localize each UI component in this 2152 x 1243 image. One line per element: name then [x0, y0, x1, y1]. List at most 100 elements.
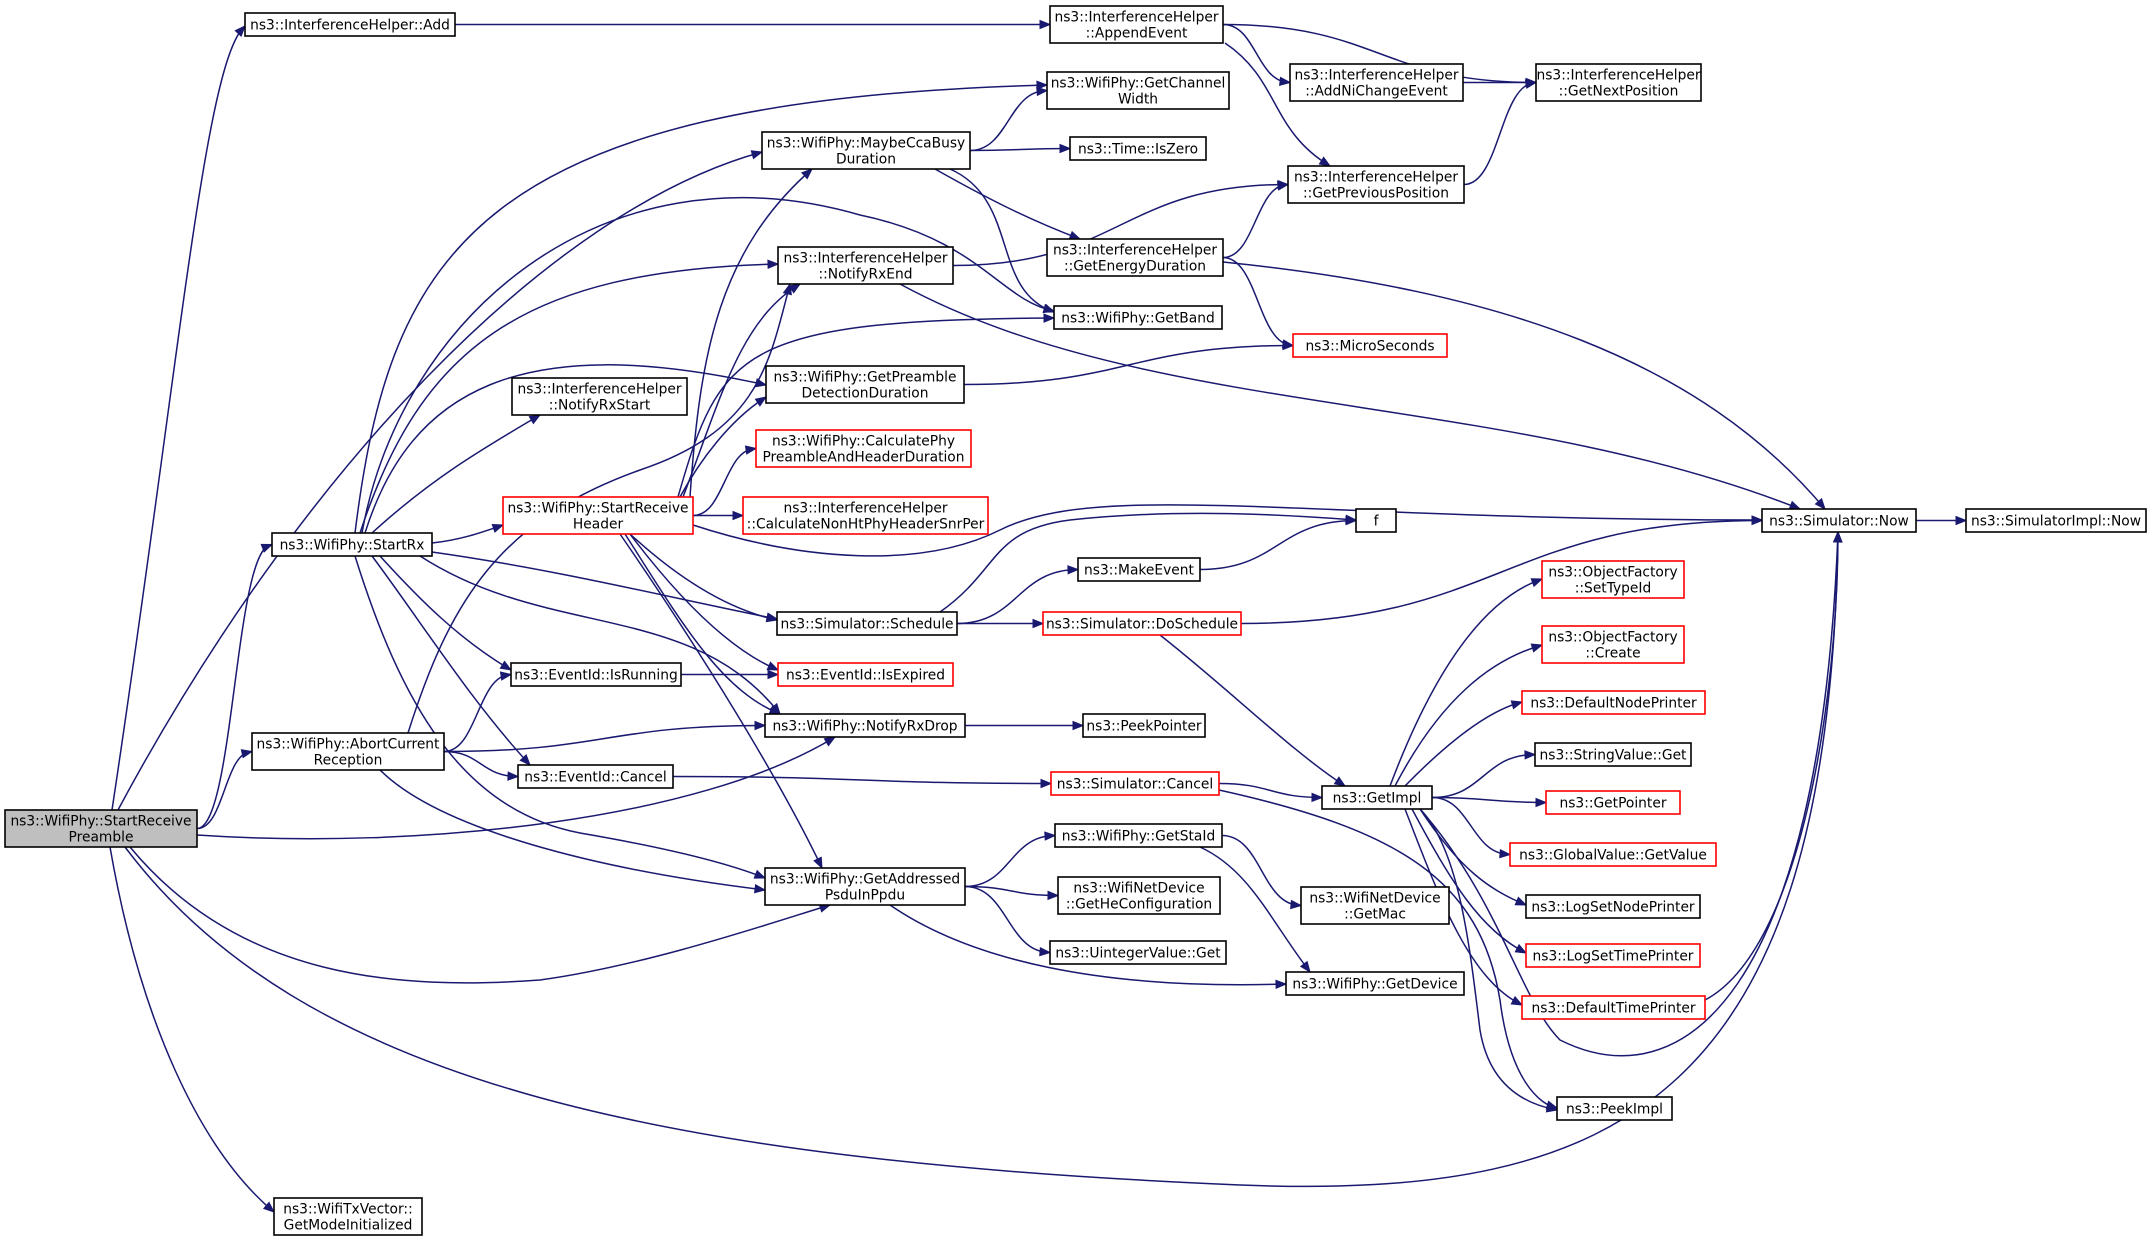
edge-arrowhead	[766, 661, 780, 671]
node-objFacSetTypeId[interactable]: ns3::ObjectFactory::SetTypeId	[1541, 560, 1685, 599]
node-simImplNow[interactable]: ns3::SimulatorImpl::Now	[1965, 508, 2147, 533]
node-box	[764, 867, 966, 906]
node-evIsExpired[interactable]: ns3::EventId::IsExpired	[777, 662, 954, 687]
node-globalValueGet[interactable]: ns3::GlobalValue::GetValue	[1509, 842, 1717, 867]
edge-getAddrPsdu-to-getHeConfig	[964, 885, 1059, 897]
edge-abortCurrent-to-getAddrPsdu	[379, 769, 766, 891]
node-logSetTimePrinter[interactable]: ns3::LogSetTimePrinter	[1525, 943, 1701, 968]
node-notifyRxStart[interactable]: ns3::InterferenceHelper::NotifyRxStart	[511, 377, 688, 416]
node-getModeInit[interactable]: ns3::WifiTxVector::GetModeInitialized	[273, 1197, 423, 1236]
node-box	[1965, 508, 2147, 533]
node-f[interactable]: f	[1355, 508, 1397, 533]
node-uintValueGet[interactable]: ns3::UintegerValue::Get	[1049, 940, 1227, 965]
node-label: ns3::WifiPhy::GetBand	[1061, 311, 1214, 327]
edge-getAddrPsdu-to-getStaId	[964, 834, 1056, 888]
edge-startPreamble-to-maybeCca	[117, 151, 763, 811]
node-box	[502, 496, 694, 535]
node-netDevGetMac[interactable]: ns3::WifiNetDevice::GetMac	[1300, 886, 1450, 925]
node-box	[273, 1197, 423, 1236]
edge-startPreamble-to-getAddrPsdu	[129, 846, 831, 984]
node-getEnergyDur[interactable]: ns3::InterferenceHelper::GetEnergyDurati…	[1046, 238, 1224, 277]
edge-arrowhead	[1279, 76, 1292, 87]
node-getStaId[interactable]: ns3::WifiPhy::GetStaId	[1054, 823, 1223, 848]
node-calcPhyPreamble[interactable]: ns3::WifiPhy::CalculatePhyPreambleAndHea…	[755, 429, 972, 468]
node-label: ns3::WifiPhy::GetAddressed	[770, 872, 960, 888]
node-box	[1521, 690, 1706, 715]
edge-evCancel-to-simCancel	[672, 775, 1052, 785]
node-simCancel[interactable]: ns3::Simulator::Cancel	[1050, 771, 1220, 796]
edge-arrowhead	[1067, 565, 1080, 575]
node-getPointer[interactable]: ns3::GetPointer	[1545, 790, 1681, 815]
node-microSeconds[interactable]: ns3::MicroSeconds	[1292, 333, 1448, 358]
edge-startRx-to-notifyRxDrop	[419, 555, 781, 715]
node-label: ns3::GetImpl	[1333, 791, 1422, 807]
edge-arrowhead	[1751, 515, 1764, 526]
edge-arrowhead	[1040, 778, 1053, 789]
node-label: ns3::WifiPhy::StartRx	[280, 538, 425, 554]
edge-startRecvHeader-to-notifyRxDrop	[624, 533, 781, 715]
edge-getImpl-to-globalValueGet	[1431, 796, 1511, 856]
node-evIsRunning[interactable]: ns3::EventId::IsRunning	[510, 662, 682, 687]
node-simNow[interactable]: ns3::Simulator::Now	[1761, 508, 1917, 533]
node-getPreambleDet[interactable]: ns3::WifiPhy::GetPreambleDetectionDurati…	[765, 365, 965, 404]
edge-startPreamble-to-getModeInit	[109, 846, 275, 1213]
edge-abortCurrent-to-notifyRxEnd	[407, 283, 791, 734]
edge-getPrevPos-to-getNextPos	[1463, 81, 1537, 186]
node-notifyRxDrop[interactable]: ns3::WifiPhy::NotifyRxDrop	[764, 713, 966, 738]
edge-abortCurrent-to-notifyRxDrop	[443, 724, 766, 753]
node-label: ns3::Simulator::Cancel	[1057, 777, 1213, 793]
node-box	[511, 377, 688, 416]
node-evCancel[interactable]: ns3::EventId::Cancel	[517, 764, 674, 789]
node-stringValueGet[interactable]: ns3::StringValue::Get	[1534, 742, 1692, 767]
edge-notifyRxEnd-to-simNow	[899, 283, 1801, 510]
node-ihAdd[interactable]: ns3::InterferenceHelper::Add	[244, 12, 456, 37]
edge-getEnergyDur-to-getPrevPos	[1222, 183, 1289, 259]
node-label: ns3::WifiPhy::MaybeCcaBusy	[767, 136, 965, 152]
node-label: Reception	[314, 753, 383, 769]
edge-arrowhead	[1275, 979, 1288, 990]
node-getPrevPos[interactable]: ns3::InterferenceHelper::GetPreviousPosi…	[1287, 165, 1465, 204]
node-label: Width	[1118, 92, 1158, 108]
edge-arrowhead	[782, 282, 792, 296]
node-simSchedule[interactable]: ns3::Simulator::Schedule	[776, 611, 958, 636]
node-getDevice[interactable]: ns3::WifiPhy::GetDevice	[1285, 971, 1465, 996]
node-box	[1046, 238, 1224, 277]
edge-arrowhead	[528, 414, 542, 425]
edge-arrowhead	[754, 720, 767, 731]
edge-arrowhead	[260, 543, 274, 553]
node-label: ns3::InterferenceHelper	[783, 251, 947, 267]
node-box	[761, 131, 971, 170]
node-getHeConfig[interactable]: ns3::WifiNetDevice::GetHeConfiguration	[1057, 876, 1221, 915]
node-label: ns3::InterferenceHelper	[1294, 170, 1458, 186]
node-timeIsZero[interactable]: ns3::Time::IsZero	[1069, 136, 1207, 161]
node-label: ns3::GetPointer	[1559, 796, 1666, 812]
node-startRx[interactable]: ns3::WifiPhy::StartRx	[271, 532, 433, 557]
node-makeEvent[interactable]: ns3::MakeEvent	[1077, 557, 1201, 582]
edge-arrowhead	[1059, 143, 1072, 154]
edge-startRecvHeader-to-maybeCca	[689, 168, 813, 498]
node-label: ns3::WifiPhy::GetStaId	[1062, 829, 1215, 845]
node-label: f	[1374, 514, 1380, 530]
node-label: ns3::SimulatorImpl::Now	[1971, 514, 2141, 530]
node-getNextPos[interactable]: ns3::InterferenceHelper::GetNextPosition	[1535, 63, 1702, 102]
edge-arrowhead	[801, 168, 814, 180]
node-peekPointer[interactable]: ns3::PeekPointer	[1082, 713, 1206, 738]
node-logSetNodePrinter[interactable]: ns3::LogSetNodePrinter	[1525, 894, 1701, 919]
node-objFacCreate[interactable]: ns3::ObjectFactory::Create	[1541, 625, 1685, 664]
node-notifyRxEnd[interactable]: ns3::InterferenceHelper::NotifyRxEnd	[777, 246, 954, 285]
node-addNiChange[interactable]: ns3::InterferenceHelper::AddNiChangeEven…	[1289, 63, 1464, 102]
node-getImpl[interactable]: ns3::GetImpl	[1321, 785, 1433, 810]
node-defNodePrinter[interactable]: ns3::DefaultNodePrinter	[1521, 690, 1706, 715]
edge-arrowhead	[1345, 515, 1358, 526]
node-peekImpl[interactable]: ns3::PeekImpl	[1556, 1096, 1673, 1121]
node-simDoSchedule[interactable]: ns3::Simulator::DoSchedule	[1042, 611, 1242, 636]
node-getBand[interactable]: ns3::WifiPhy::GetBand	[1053, 305, 1223, 330]
node-calcNonHt[interactable]: ns3::InterferenceHelper::CalculateNonHtP…	[742, 496, 989, 535]
node-defTimePrinter[interactable]: ns3::DefaultTimePrinter	[1521, 995, 1706, 1020]
node-appendEvent[interactable]: ns3::InterferenceHelper::AppendEvent	[1049, 5, 1224, 44]
